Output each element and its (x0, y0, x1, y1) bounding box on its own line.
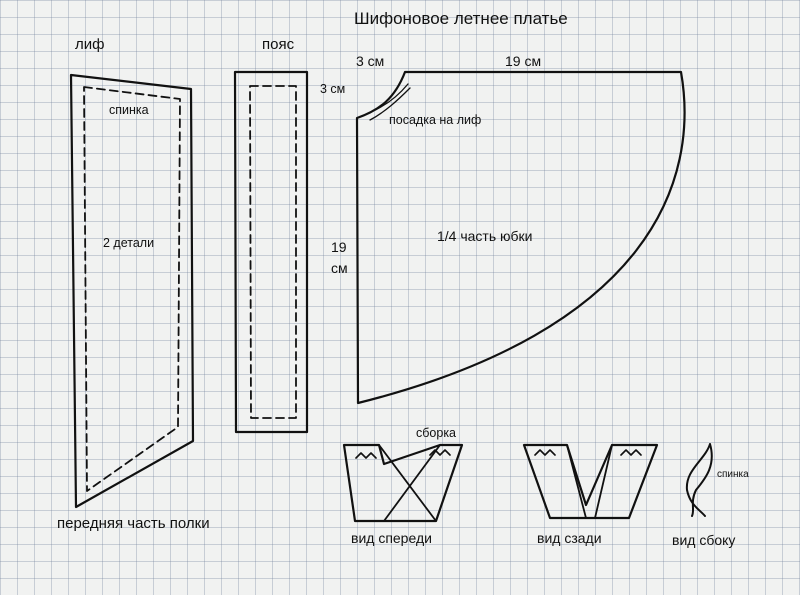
bodice-pieces-label: 2 детали (103, 236, 155, 250)
skirt-top-dim: 19 см (505, 53, 542, 69)
page-title: Шифоновое летнее платье (354, 9, 568, 28)
belt-seam-line (249, 85, 297, 419)
skirt-outline (355, 70, 686, 405)
skirt-fit-marks (369, 83, 411, 121)
front-view-figure (342, 443, 464, 523)
front-view-label: вид спереди (351, 530, 432, 546)
belt-heading: пояс (262, 36, 295, 53)
skirt-left-dim-unit: см (331, 260, 348, 276)
back-view-label: вид сзади (537, 530, 602, 546)
side-view-label: вид сбоку (672, 532, 736, 548)
bodice-front-label: передняя часть полки (57, 515, 210, 532)
bodice-back-label: спинка (109, 103, 149, 117)
gather-label: сборка (416, 426, 457, 440)
skirt-fit-label: посадка на лиф (389, 113, 482, 127)
back-view-figure (522, 443, 659, 520)
skirt-left-dim-number: 19 (331, 239, 347, 255)
skirt-side-small-dim: 3 см (320, 82, 346, 96)
bodice-seam-line (83, 86, 181, 492)
skirt-top-left-dim: 3 см (356, 53, 385, 69)
bodice-outline (69, 73, 195, 509)
belt-outline (233, 70, 309, 434)
side-back-label: спинка (717, 469, 749, 480)
bodice-heading: лиф (75, 36, 105, 53)
side-view-figure (685, 443, 713, 517)
skirt-center-label: 1/4 часть юбки (437, 228, 533, 244)
